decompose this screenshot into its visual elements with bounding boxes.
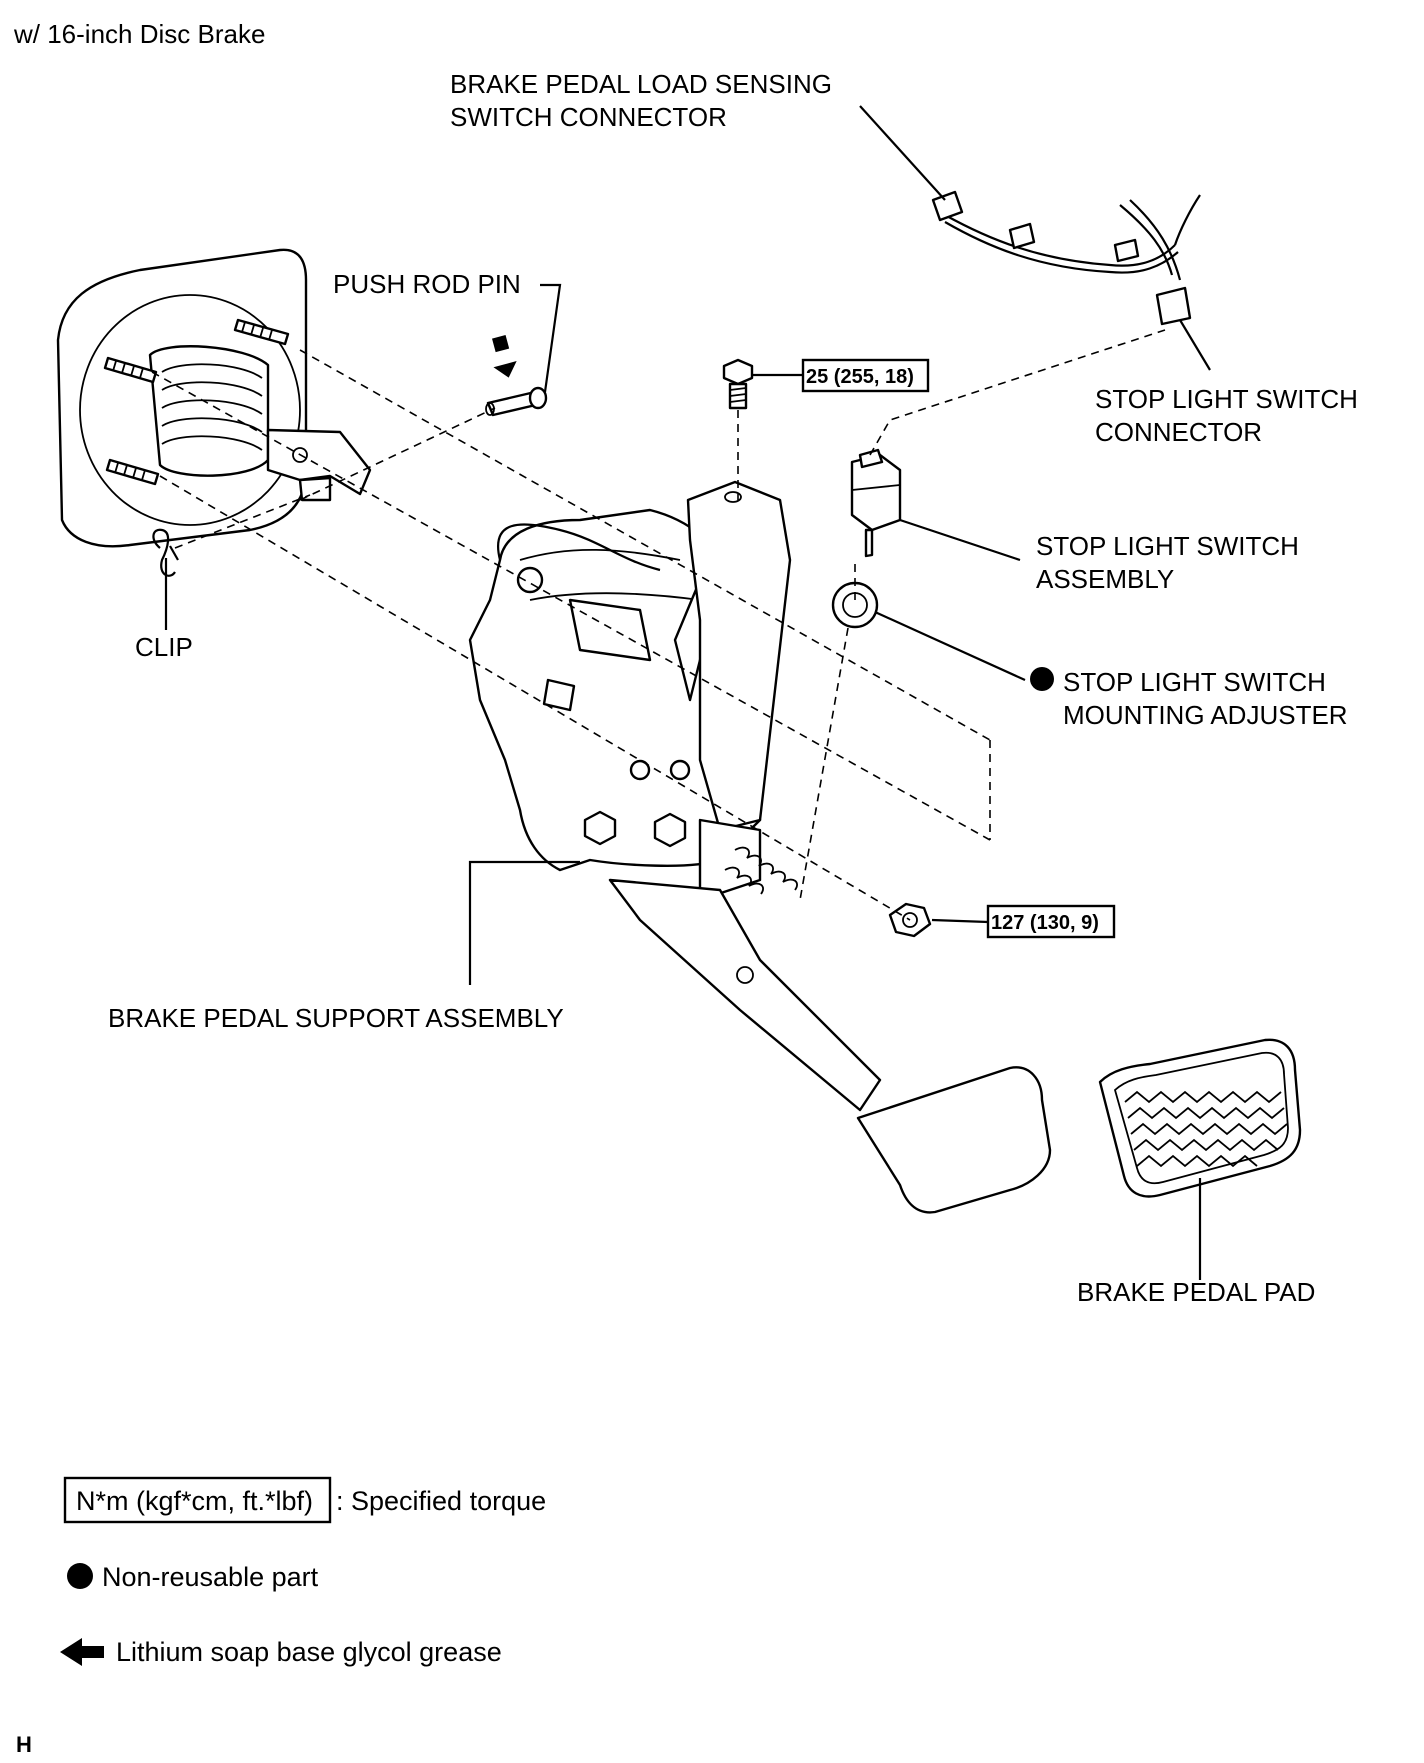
assembly-guide-lines (151, 329, 1166, 921)
torque-box-nut (986, 904, 1116, 939)
legend-non-reusable: Non-reusable part (102, 1562, 319, 1592)
legend-non-reusable-icon (67, 1563, 93, 1589)
legend-grease-arrow-icon (60, 1638, 104, 1666)
grease-arrow-icon (492, 335, 517, 378)
label-stop-light-assembly-line1: STOP LIGHT SWITCH (1036, 531, 1299, 561)
brake-pedal-foot (856, 1066, 1052, 1214)
bolt (722, 358, 754, 410)
nut (888, 902, 932, 938)
legend-torque-box (63, 1476, 332, 1524)
non-reusable-dot-icon (1030, 667, 1054, 691)
stop-light-switch-connector (1008, 222, 1192, 326)
label-stop-light-assembly-line2: ASSEMBLY (1036, 564, 1174, 594)
brake-pedal-arm (608, 480, 882, 1112)
label-load-sensing-line1: BRAKE PEDAL LOAD SENSING (450, 69, 832, 99)
legend-grease: Lithium soap base glycol grease (116, 1637, 502, 1667)
label-load-sensing-line2: SWITCH CONNECTOR (450, 102, 727, 132)
legend-torque-unit: N*m (kgf*cm, ft.*lbf) (76, 1486, 313, 1516)
brake-pedal-pad (1098, 1038, 1302, 1198)
stop-light-switch-mounting-adjuster (831, 581, 879, 629)
torque-nut: 127 (130, 9) (991, 912, 1099, 934)
label-mounting-adjuster-line1: STOP LIGHT SWITCH (1063, 667, 1326, 697)
label-clip: CLIP (135, 632, 193, 662)
label-brake-pedal-support: BRAKE PEDAL SUPPORT ASSEMBLY (108, 1003, 564, 1033)
brake-pedal-support (468, 508, 762, 872)
legend: N*m (kgf*cm, ft.*lbf) : Specified torque… (60, 1476, 546, 1667)
variant-header: w/ 16-inch Disc Brake (13, 19, 265, 49)
leader-lines (164, 105, 1211, 1280)
label-push-rod-pin: PUSH ROD PIN (333, 269, 521, 299)
load-sensing-switch-connector (931, 190, 964, 222)
legend-torque-desc: : Specified torque (336, 1486, 546, 1516)
return-spring (724, 846, 798, 895)
booster-stud (103, 318, 290, 486)
brake-booster (56, 248, 372, 548)
stop-light-switch-assembly (850, 448, 902, 558)
label-stop-light-connector-line1: STOP LIGHT SWITCH (1095, 384, 1358, 414)
label-stop-light-connector-line2: CONNECTOR (1095, 417, 1262, 447)
wire-harness (944, 194, 1201, 281)
torque-bolt: 25 (255, 18) (806, 366, 914, 388)
footer-code: H (16, 1732, 32, 1757)
label-brake-pedal-pad: BRAKE PEDAL PAD (1077, 1277, 1315, 1307)
label-mounting-adjuster-line2: MOUNTING ADJUSTER (1063, 700, 1348, 730)
torque-box-bolt (801, 358, 930, 393)
push-rod-pin (485, 386, 548, 417)
